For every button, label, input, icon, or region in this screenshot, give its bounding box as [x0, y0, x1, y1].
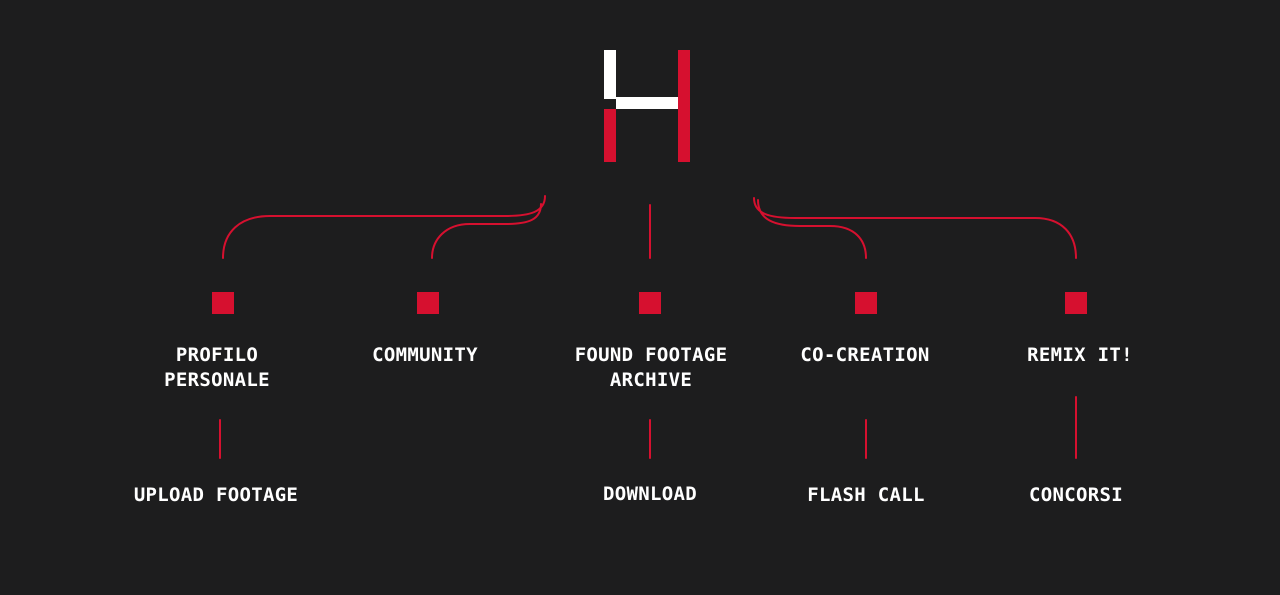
- connector-remix: [753, 197, 1077, 259]
- node-profilo: [212, 292, 234, 314]
- label-download[interactable]: DOWNLOAD: [603, 483, 697, 505]
- label-profilo[interactable]: PROFILO PERSONALE: [164, 343, 270, 393]
- connector-community: [431, 203, 542, 259]
- label-upload-footage[interactable]: UPLOAD FOOTAGE: [133, 484, 299, 506]
- label-remix-line1: REMIX IT!: [1027, 344, 1133, 366]
- label-profilo-line1: PROFILO: [175, 344, 259, 366]
- label-cocreation-line1: CO-CREATION: [800, 344, 930, 366]
- label-archive-line2: ARCHIVE: [609, 369, 693, 391]
- label-cocreation[interactable]: CO-CREATION: [800, 343, 929, 368]
- label-remix[interactable]: REMIX IT!: [1027, 343, 1133, 368]
- label-profilo-line2: PERSONALE: [164, 369, 270, 391]
- label-flash-call[interactable]: FLASH CALL: [807, 484, 925, 506]
- connector-cocreation: [757, 199, 867, 259]
- label-concorsi[interactable]: CONCORSI: [1029, 484, 1123, 506]
- node-community: [417, 292, 439, 314]
- label-community[interactable]: COMMUNITY: [372, 343, 478, 368]
- h-logo-icon: [604, 50, 690, 162]
- label-community-line1: COMMUNITY: [372, 344, 478, 366]
- node-cocreation: [855, 292, 877, 314]
- connector-profilo: [222, 195, 546, 259]
- label-archive-line1: FOUND FOOTAGE: [574, 344, 728, 366]
- node-remix: [1065, 292, 1087, 314]
- label-archive[interactable]: FOUND FOOTAGE ARCHIVE: [575, 343, 728, 393]
- node-archive: [639, 292, 661, 314]
